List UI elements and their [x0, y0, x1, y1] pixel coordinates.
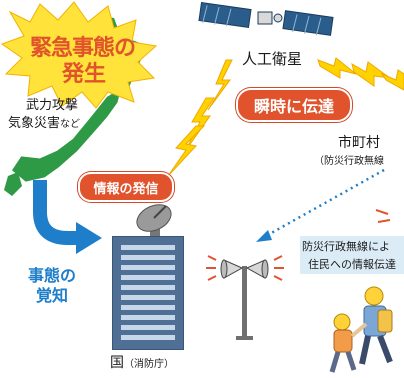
info-out-label: 情報の発信 [93, 181, 159, 197]
info-broadcast-badge: 情報の発信 [78, 172, 174, 202]
satellite-dish-icon [136, 204, 172, 240]
instant-transmission-badge: 瞬時に伝達 [236, 88, 352, 122]
country-label: 国（消防庁） [110, 352, 174, 372]
causes-suffix: など [60, 119, 81, 130]
municipality-label: 市町村 [338, 135, 380, 151]
instant-label: 瞬時に伝達 [253, 97, 334, 116]
causes-line2-main: 気象災害 [8, 116, 61, 131]
loudspeaker-pole [206, 255, 284, 340]
satellite-icon [198, 2, 334, 36]
emergency-line1: 緊急事態の [30, 36, 136, 61]
causes-line2: 気象災害など [8, 112, 80, 131]
satellite-label: 人工衛星 [242, 50, 303, 68]
alert-marks [375, 209, 391, 223]
radio-line1: 防災行政無線によ [302, 240, 390, 253]
causes-line1: 武力攻撃 [26, 98, 79, 113]
residents-illustration [329, 286, 393, 373]
radio-info-box: 防災行政無線によ 住民への情報伝達 [300, 236, 404, 274]
country-main: 国 [110, 355, 124, 371]
emergency-starburst [0, 1, 158, 109]
awareness-line2: 覚知 [36, 286, 69, 305]
building-windows [121, 245, 175, 340]
country-sub: （消防庁） [124, 359, 174, 370]
awareness-line1: 事態の [28, 266, 77, 285]
government-building [112, 236, 184, 350]
municipality-sub: （防災行政無線 [314, 156, 384, 167]
radio-line2: 住民への情報伝達 [308, 258, 396, 271]
emergency-line2: 発生 [62, 62, 107, 87]
